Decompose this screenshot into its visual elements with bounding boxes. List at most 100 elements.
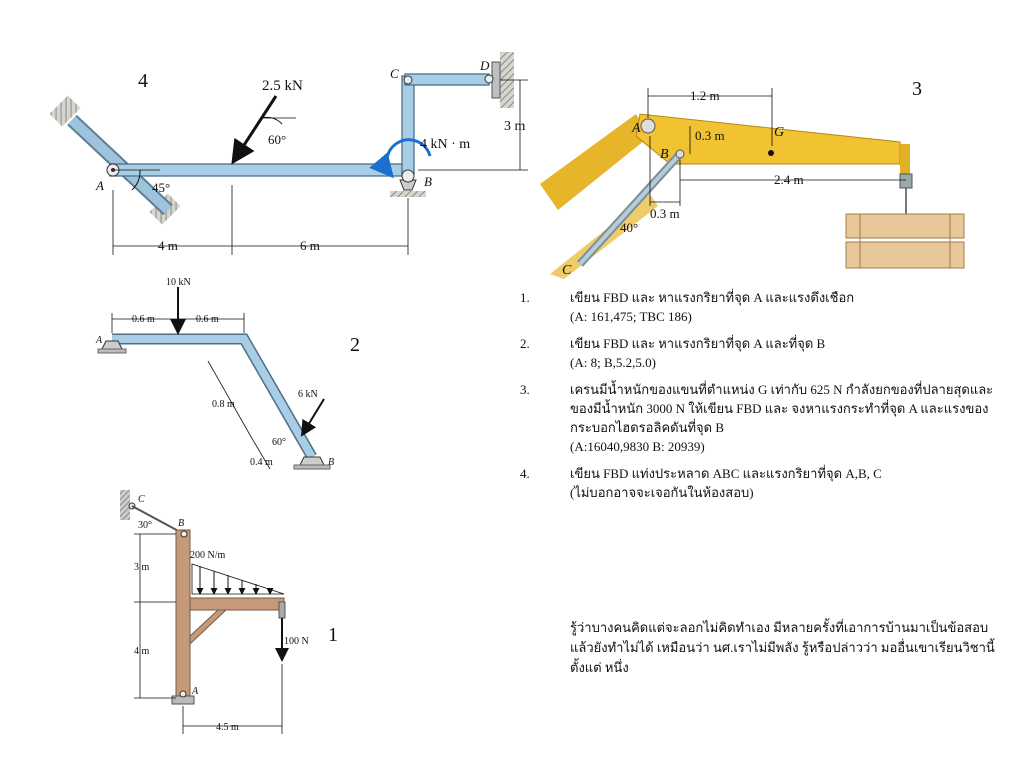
dim-b-label: 0.6 m — [196, 314, 219, 325]
dim-a-label: 0.6 m — [132, 314, 155, 325]
distributed-load — [191, 563, 285, 595]
point-c: C — [390, 66, 399, 81]
problem-number-3: 3 — [912, 78, 922, 100]
dim-left-label: 4 m — [158, 238, 178, 253]
question-text: เขียน FBD และ หาแรงกริยาที่จุด A และที่จ… — [570, 336, 826, 351]
vertical-member — [401, 75, 415, 175]
question-item: 2. เขียน FBD และ หาแรงกริยาที่จุด A และที… — [520, 334, 1000, 372]
problem-number-2: 2 — [350, 334, 360, 356]
horizontal-arm — [189, 597, 285, 611]
point-a: A — [191, 686, 199, 697]
force-side-label: 6 kN — [298, 389, 318, 400]
wall-hatch — [49, 95, 81, 127]
boom-end — [900, 144, 910, 174]
question-text: เขียน FBD แท่งประหลาด ABC และแรงกริยาที่… — [570, 466, 882, 481]
point-c: C — [138, 494, 145, 505]
hanger — [278, 601, 286, 619]
dim-right-label: 6 m — [300, 238, 320, 253]
pin-b — [675, 149, 685, 159]
dim-line — [207, 360, 251, 436]
ground-a — [97, 348, 127, 354]
dim-small-label: 0.3 m — [695, 128, 725, 143]
vertical-post — [175, 529, 191, 703]
support-a — [101, 340, 123, 350]
g-dot — [768, 150, 774, 156]
support-b — [299, 456, 325, 466]
point-a: A — [95, 178, 104, 193]
dim-line — [249, 434, 271, 470]
boom-lower — [540, 114, 650, 210]
question-answer: (A:16040,9830 B: 20939) — [570, 439, 705, 454]
pin-d — [484, 74, 494, 84]
point-b: B — [178, 518, 184, 529]
point-a: A — [631, 121, 641, 136]
dim-bottom-label: 0.3 m — [650, 206, 680, 221]
problem-number-4: 4 — [138, 70, 148, 92]
brace — [189, 609, 228, 646]
moment-arc — [369, 138, 432, 179]
pin-a — [640, 118, 656, 134]
angle-arc-a — [131, 169, 141, 191]
ground-b — [293, 464, 331, 470]
question-answer: (A: 161,475; TBC 186) — [570, 309, 692, 324]
force-arrow — [231, 95, 278, 165]
question-item: 3. เครนมีน้ำหนักของแขนที่ตำแหน่ง G เท่ากั… — [520, 380, 1000, 456]
angle-label: 30° — [138, 520, 152, 531]
hydraulic-cylinder — [578, 152, 682, 266]
question-number: 4. — [520, 466, 530, 481]
question-item: 4. เขียน FBD แท่งประหลาด ABC และแรงกริยาท… — [520, 464, 1000, 502]
problem-number-1: 1 — [328, 624, 338, 646]
question-text: เครนมีน้ำหนักของแขนที่ตำแหน่ง G เท่ากับ … — [570, 382, 994, 435]
moment-label: 4 kN · m — [420, 137, 470, 152]
load-top — [845, 213, 965, 239]
question-list: 1. เขียน FBD และ หาแรงกริยาที่จุด A และแร… — [520, 288, 1000, 510]
hook — [899, 173, 913, 189]
question-number: 2. — [520, 336, 530, 351]
figure-3: 1.2 m 0.3 m G 2.4 m 0.3 m 40° A B C — [540, 88, 965, 279]
point-d: D — [479, 58, 490, 73]
force-side-arrow — [300, 398, 325, 437]
angle-label: 60° — [272, 437, 286, 448]
figure-1: C 30° B 200 N/m 3 m 4 m 100 N A 4.5 m — [120, 490, 309, 734]
question-number: 1. — [520, 290, 530, 305]
footnote: รู้ว่าบางคนคิดแต่จะลอกไม่คิดทำเอง มีหลาย… — [570, 620, 995, 675]
force-label: 2.5 kN — [262, 78, 303, 94]
dim-long-label: 2.4 m — [774, 172, 804, 187]
point-b: B — [660, 147, 669, 162]
cable-cb — [131, 505, 185, 535]
roller-b — [401, 169, 415, 183]
dim-d-label: 0.4 m — [250, 457, 273, 468]
dim-c-label: 0.8 m — [212, 399, 235, 410]
bent-member — [112, 335, 316, 459]
force-top-label: 10 kN — [166, 277, 191, 288]
figure-4: 2.5 kN 60° 4 kN · m 3 m 45° 4 m 6 m A B … — [49, 52, 528, 255]
wall-c — [120, 490, 130, 520]
point-c: C — [562, 263, 572, 278]
dim-top-label: 1.2 m — [690, 88, 720, 103]
dim-4m-label: 4 m — [134, 646, 150, 657]
point-b: B — [424, 174, 432, 189]
point-b: B — [328, 457, 334, 468]
pin-b — [180, 530, 188, 538]
angle-support-label: 45° — [152, 180, 170, 195]
question-text: เขียน FBD และ หาแรงกริยาที่จุด A และแรงด… — [570, 290, 855, 305]
point-g: G — [774, 125, 784, 140]
link-cd — [404, 73, 490, 86]
force-label: 100 N — [284, 636, 309, 647]
angle-label: 60° — [268, 132, 286, 147]
angle-label: 40° — [620, 220, 638, 235]
pin-a — [179, 690, 187, 698]
question-answer: (ไม่บอกอาจจะเจอกันในห้องสอบ) — [570, 485, 754, 500]
dim-height-label: 3 m — [504, 119, 526, 134]
point-a: A — [95, 335, 103, 346]
load-bottom — [845, 241, 965, 269]
dim-45m-label: 4.5 m — [216, 722, 239, 733]
load-label: 200 N/m — [190, 550, 226, 561]
question-answer: (A: 8; B,5.2,5.0) — [570, 355, 656, 370]
dim-3m-label: 3 m — [134, 562, 150, 573]
question-item: 1. เขียน FBD และ หาแรงกริยาที่จุด A และแร… — [520, 288, 1000, 326]
pin-c — [403, 75, 413, 85]
ground-b — [390, 191, 426, 197]
figure-2: 10 kN 0.6 m 0.6 m 0.8 m 6 kN 60° 0.4 m A… — [95, 277, 334, 470]
question-number: 3. — [520, 382, 530, 397]
